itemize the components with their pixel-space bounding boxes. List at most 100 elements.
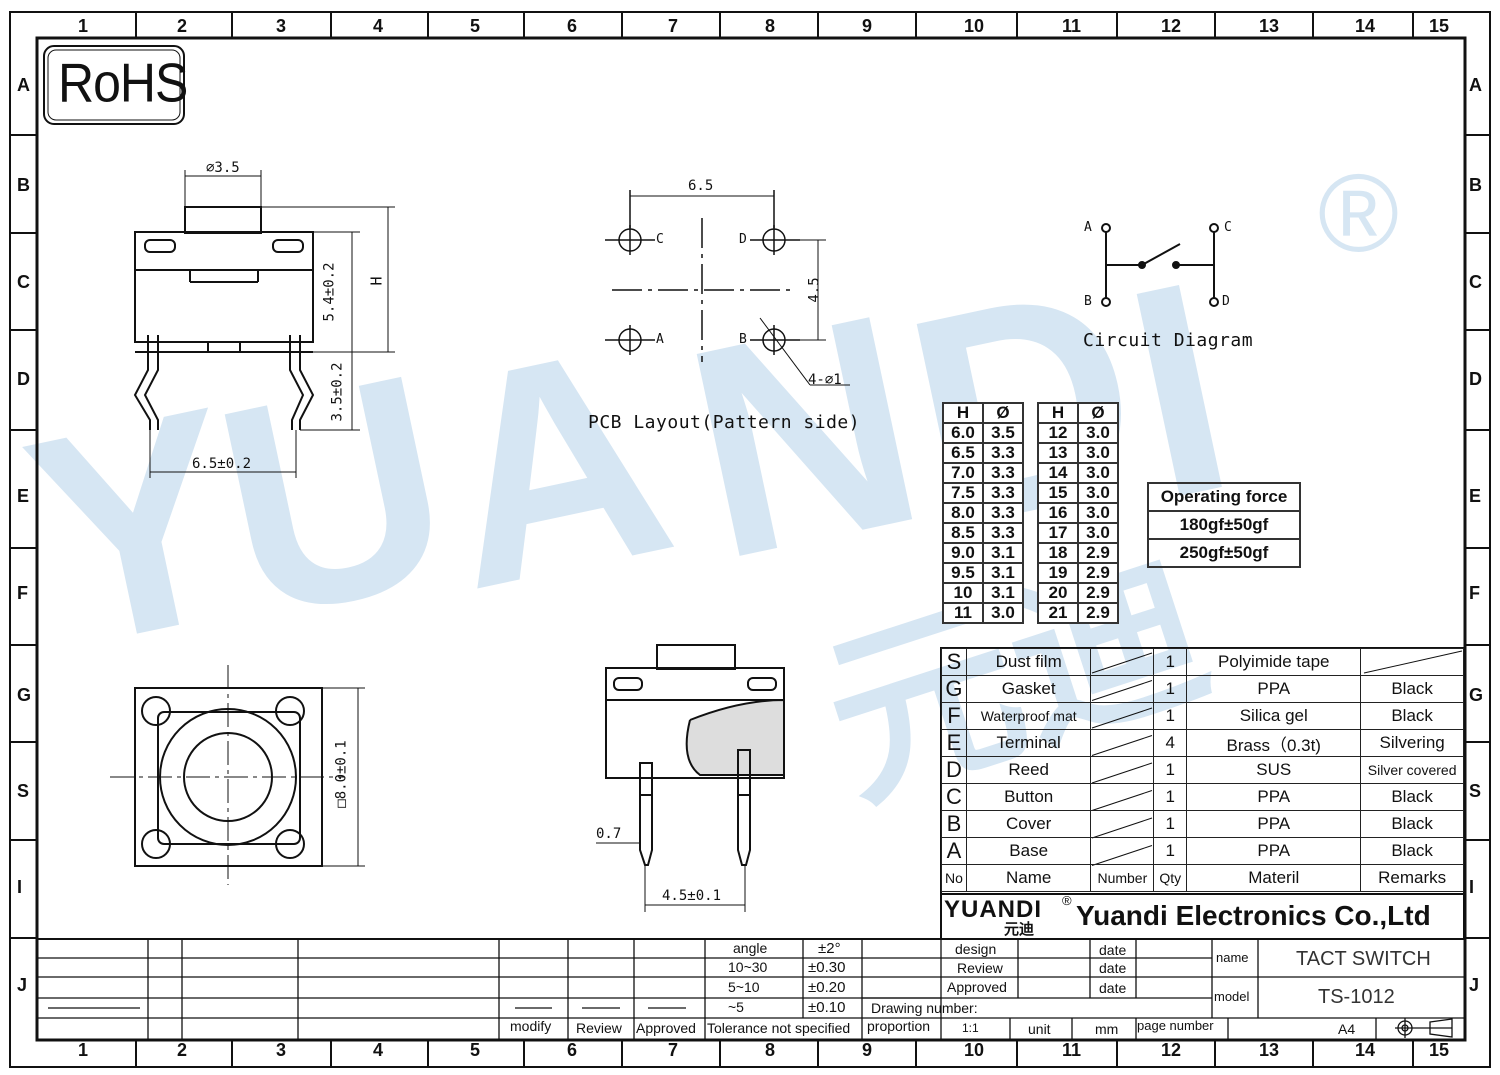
col-label: 5 [470, 1040, 481, 1060]
h-table-cell: 10 [942, 582, 984, 604]
bom-remarks: Black [1360, 702, 1464, 730]
bom-letter: B [941, 810, 967, 838]
h-table-cell: 11 [942, 602, 984, 624]
h-table-cell: 15 [1037, 482, 1079, 504]
h-table-cell: 8.0 [942, 502, 984, 524]
row-label: S [17, 781, 30, 801]
side-view [133, 206, 315, 430]
row-label: F [1469, 583, 1480, 603]
h-table-header: H [1037, 402, 1079, 424]
inner-border [35, 36, 1467, 1042]
h-table-cell: 18 [1037, 542, 1079, 564]
row-label: J [17, 975, 28, 995]
h-table-cell: 8.5 [942, 522, 984, 544]
rev-review: Review [576, 1020, 622, 1036]
dim-pin-pitch: 4.5±0.1 [662, 888, 722, 904]
bom-material: Polyimide tape [1186, 648, 1362, 676]
bom-number [1090, 648, 1155, 676]
bom-letter: F [941, 702, 967, 730]
h-table-cell: 19 [1037, 562, 1079, 584]
company-logo-cn: 元迪 [1004, 921, 1035, 938]
tolerance-range: 10~30 [728, 959, 768, 975]
tolerance-range: 5~10 [728, 979, 760, 995]
col-label: 1 [78, 16, 89, 36]
h-table-cell: 3.1 [982, 582, 1024, 604]
col-label: 10 [964, 16, 985, 36]
rev-modify: modify [510, 1018, 552, 1034]
bom-name: Gasket [965, 675, 1092, 703]
bom-letter: E [941, 729, 967, 757]
h-table-cell: 3.1 [982, 562, 1024, 584]
h-table-cell: 7.0 [942, 462, 984, 484]
col-label: 3 [276, 16, 287, 36]
tb-size: A4 [1338, 1021, 1356, 1037]
row-label: C [1469, 272, 1482, 292]
bom-number [1090, 702, 1155, 730]
bom-remarks: Silvering [1360, 729, 1464, 757]
bom-material: PPA [1186, 675, 1362, 703]
bom-header-no: No [941, 864, 967, 892]
tb-unit: unit [1028, 1021, 1051, 1037]
tb-review: Review [957, 960, 1003, 976]
pcb-dim-hole: 4-⌀1 [808, 372, 842, 388]
row-label: I [1469, 877, 1475, 897]
h-table-cell: 3.0 [1077, 502, 1119, 524]
tb-proportion: proportion [867, 1018, 931, 1034]
tb-unit-value: mm [1095, 1021, 1119, 1037]
bom-material: PPA [1186, 837, 1362, 865]
top-view [110, 665, 365, 885]
company-logo: YUANDI [944, 896, 1043, 923]
col-label: 7 [668, 16, 679, 36]
tb-name-value: TACT SWITCH [1296, 948, 1431, 970]
h-table-cell: 2.9 [1077, 602, 1119, 624]
bom-letter: A [941, 837, 967, 865]
bom-name: Dust film [965, 648, 1092, 676]
h-table-cell: 3.0 [1077, 462, 1119, 484]
operating-force-value: 250gf±50gf [1147, 538, 1301, 568]
bom-number [1090, 675, 1155, 703]
tb-date: date [1099, 942, 1127, 958]
pcb-pad-d: D [739, 232, 747, 247]
h-table-cell: 2.9 [1077, 562, 1119, 584]
bom-number [1090, 756, 1155, 784]
company-logo-mark: ® [1062, 893, 1072, 908]
h-table-cell: 14 [1037, 462, 1079, 484]
company-name: Yuandi Electronics Co.,Ltd [1076, 900, 1431, 931]
tb-drawing-number: Drawing number: [871, 1000, 978, 1016]
pcb-pad-a: A [656, 332, 664, 347]
bom-qty: 1 [1153, 702, 1188, 730]
tb-approved: Approved [947, 979, 1007, 995]
pcb-pad-b: B [739, 332, 747, 347]
col-label: 6 [567, 16, 578, 36]
h-table-cell: 7.5 [942, 482, 984, 504]
dim-pin-width: 0.7 [596, 826, 622, 842]
bom-header-remarks: Remarks [1360, 864, 1464, 892]
col-label: 7 [668, 1040, 679, 1060]
rohs-label: RoHS [58, 52, 188, 114]
bom-remarks [1360, 648, 1464, 676]
col-label: 11 [1062, 1040, 1082, 1060]
col-label: 11 [1062, 16, 1082, 36]
bom-name: Base [965, 837, 1092, 865]
h-table-cell: 20 [1037, 582, 1079, 604]
h-table-cell: 2.9 [1077, 582, 1119, 604]
h-table-cell: 3.0 [1077, 482, 1119, 504]
row-label: D [17, 369, 30, 389]
bom-remarks: Black [1360, 675, 1464, 703]
bom-remarks: Black [1360, 810, 1464, 838]
col-label: 15 [1429, 1040, 1450, 1060]
bom-name: Waterproof mat [965, 702, 1092, 730]
dim-leg: 3.5±0.2 [329, 362, 346, 422]
h-table-cell: 3.3 [982, 522, 1024, 544]
bom-letter: G [941, 675, 967, 703]
h-table-cell: 6.5 [942, 442, 984, 464]
h-table-cell: 3.0 [1077, 522, 1119, 544]
bom-material: SUS [1186, 756, 1362, 784]
title-block-frame [37, 893, 1465, 940]
col-label: 13 [1259, 1040, 1280, 1060]
bom-header-material: Materil [1186, 864, 1362, 892]
bom-number [1090, 837, 1155, 865]
h-table-cell: 9.5 [942, 562, 984, 584]
